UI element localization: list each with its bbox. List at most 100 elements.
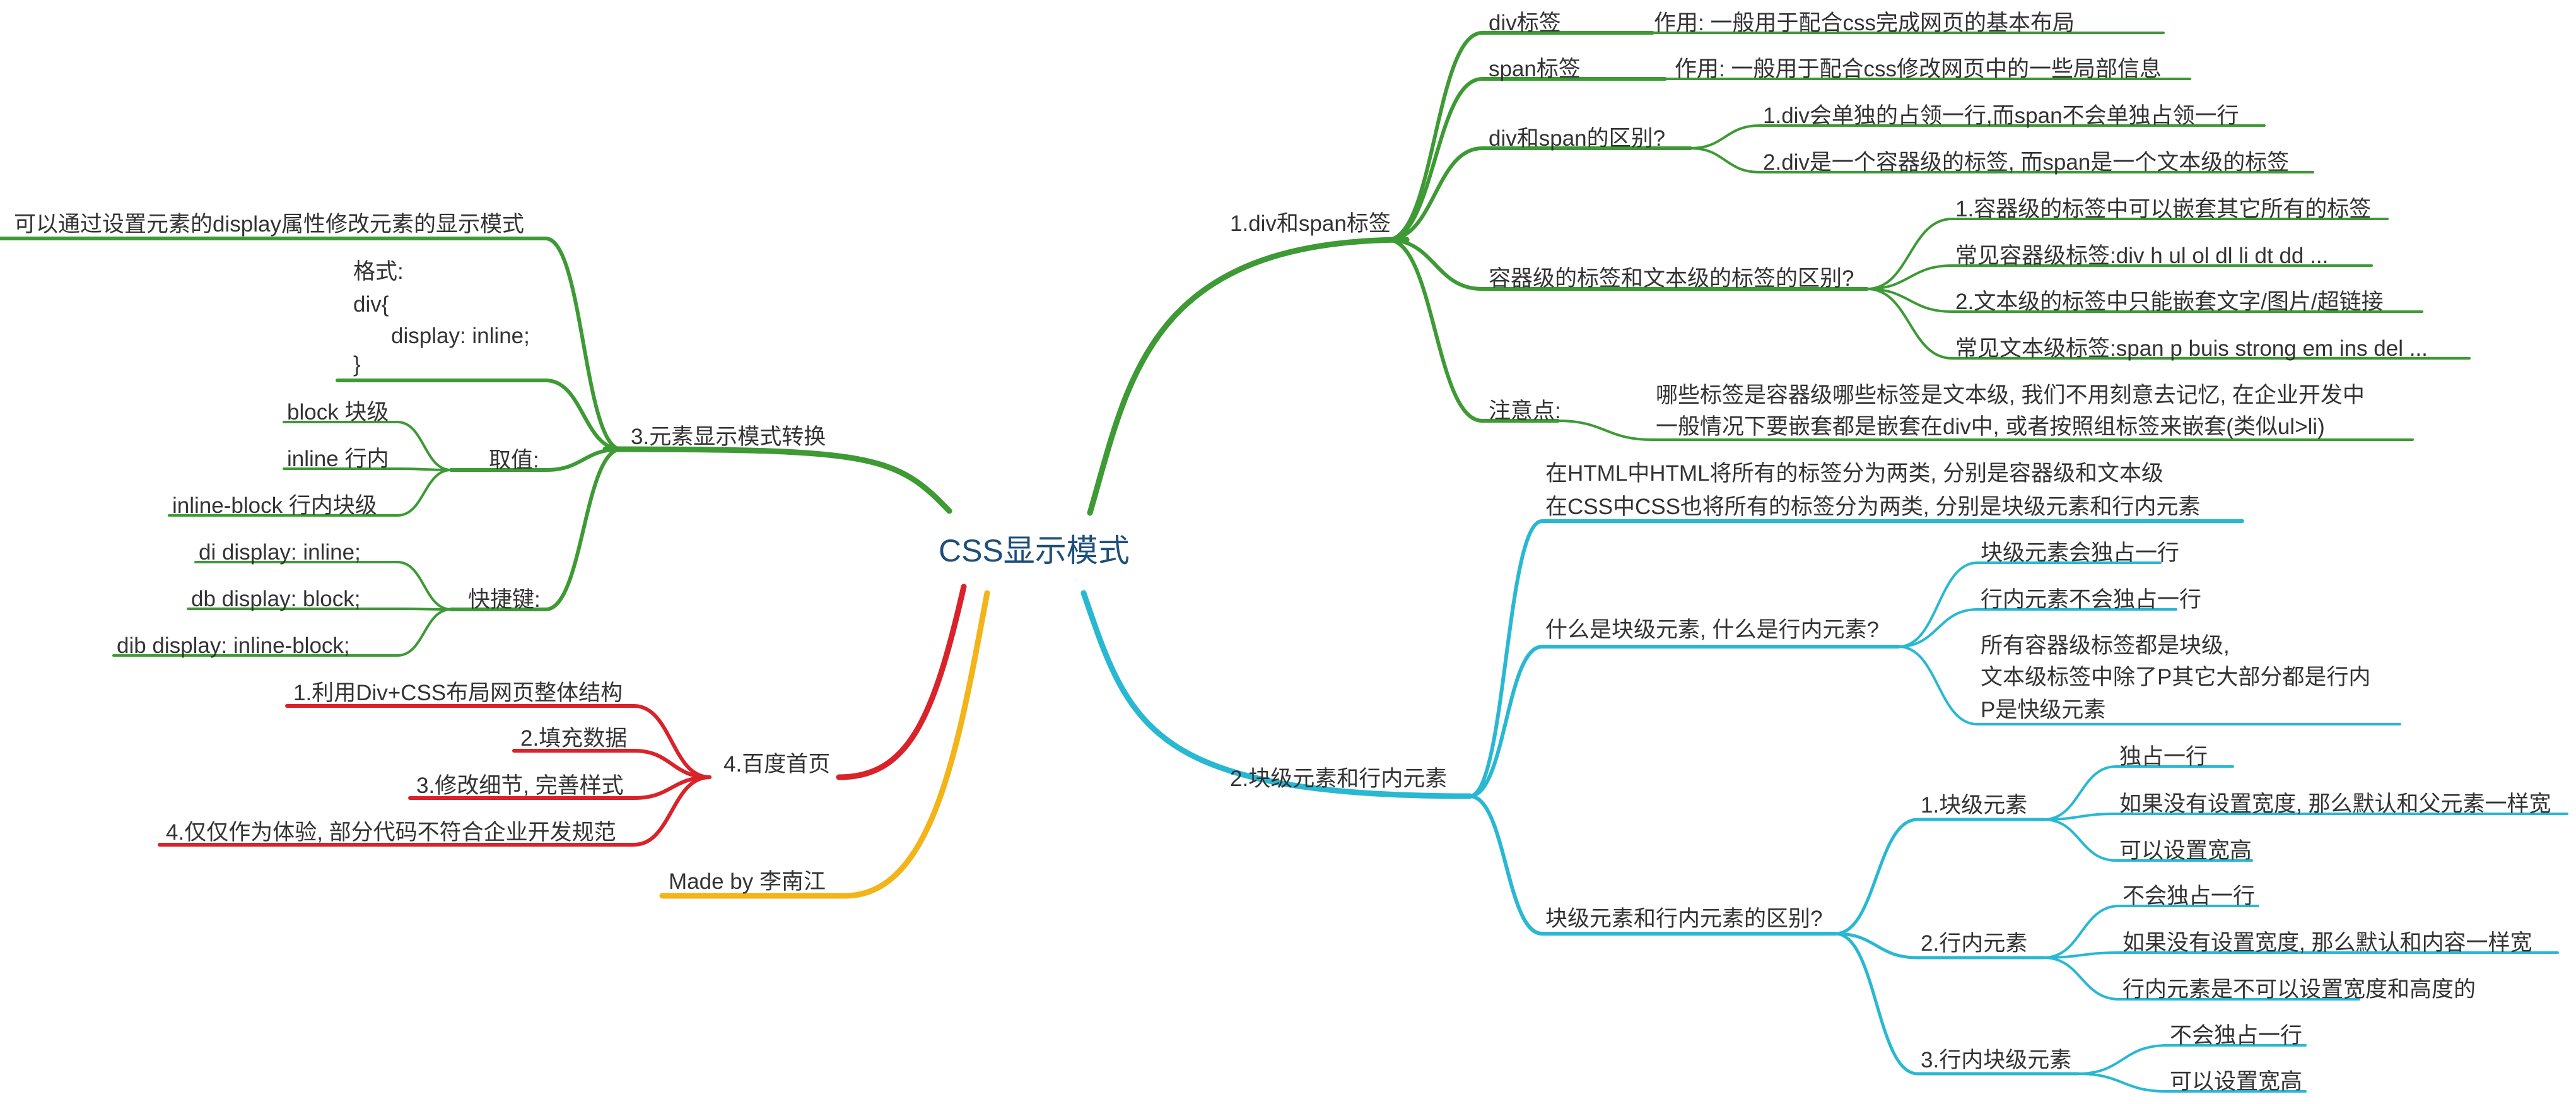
value-inline: inline 行内 bbox=[287, 447, 389, 471]
author-credit: Made by 李南江 bbox=[669, 869, 826, 894]
block-inline-diff-label: 块级元素和行内元素的区别? bbox=[1545, 907, 1823, 931]
format-line-3: display: inline; bbox=[391, 324, 530, 348]
branch-baidu-title: 4.百度首页 bbox=[723, 752, 831, 777]
values-label: 取值: bbox=[489, 448, 539, 473]
span-tag-label: span标签 bbox=[1489, 57, 1581, 81]
link-block-inline-diff bbox=[1468, 794, 1837, 936]
inline-block-element-1: 不会独占一行 bbox=[2170, 1023, 2303, 1048]
link-diff-1 bbox=[1689, 124, 2266, 150]
shortcut-db: db display: block; bbox=[191, 587, 361, 611]
link-container-2 bbox=[1866, 264, 2373, 290]
container-text-diff-label: 容器级的标签和文本级的标签的区别? bbox=[1489, 266, 1854, 291]
link-baidu-2 bbox=[512, 749, 711, 779]
inline-element-1: 不会独占一行 bbox=[2122, 884, 2256, 908]
link-what-3 bbox=[1897, 645, 2401, 725]
baidu-step-4: 4.仅仅作为体验, 部分代码不符合企业开发规范 bbox=[166, 820, 616, 845]
root-topic: CSS显示模式 bbox=[939, 533, 1130, 568]
link-container-4 bbox=[1866, 288, 2471, 360]
what-is-1: 块级元素会独占一行 bbox=[1981, 541, 2180, 565]
link-block-2 bbox=[2042, 813, 2568, 821]
baidu-step-2: 2.填充数据 bbox=[520, 726, 628, 751]
link-span-tag bbox=[1386, 77, 1667, 242]
what-is-3b: 文本级标签中除了P其它大部分都是行内 bbox=[1981, 665, 2371, 690]
div-tag-purpose: 作用: 一般用于配合css完成网页的基本布局 bbox=[1654, 11, 2075, 35]
what-is-3c: P是快级元素 bbox=[1981, 698, 2106, 722]
value-inline-block: inline-block 行内块级 bbox=[172, 493, 377, 518]
link-values bbox=[449, 447, 623, 472]
baidu-step-1: 1.利用Div+CSS布局网页整体结构 bbox=[293, 681, 623, 705]
link-ib-1 bbox=[2077, 1044, 2307, 1075]
branch-div-span-title: 1.div和span标签 bbox=[1230, 211, 1391, 236]
trunk-baidu bbox=[836, 584, 967, 780]
block-element-2: 如果没有设置宽度, 那么默认和父元素一样宽 bbox=[2119, 792, 2551, 816]
intro-line-1: 在HTML中HTML将所有的标签分为两类, 分别是容器级和文本级 bbox=[1545, 461, 2164, 486]
what-is-label: 什么是块级元素, 什么是行内元素? bbox=[1545, 618, 1879, 642]
link-shortcut-1 bbox=[194, 561, 452, 611]
trunk-div-span bbox=[1087, 237, 1410, 516]
link-what-2 bbox=[1897, 608, 2177, 648]
link-intro bbox=[1468, 519, 2244, 798]
display-description: 可以通过设置元素的display属性修改元素的显示模式 bbox=[14, 212, 524, 237]
inline-element-label: 2.行内元素 bbox=[1921, 931, 2028, 956]
link-what-is bbox=[1468, 645, 1900, 798]
intro-line-2: 在CSS中CSS也将所有的标签分为两类, 分别是块级元素和行内元素 bbox=[1545, 495, 2201, 519]
link-note-text bbox=[1557, 420, 2414, 441]
shortcut-label: 快捷键: bbox=[468, 587, 541, 612]
link-shortcut bbox=[449, 447, 623, 611]
format-line-4: } bbox=[353, 352, 361, 377]
link-diff-2 bbox=[1689, 147, 2314, 173]
link-container-3 bbox=[1866, 288, 2423, 313]
link-ib-2 bbox=[2077, 1072, 2307, 1093]
inline-element-2: 如果没有设置宽度, 那么默认和内容一样宽 bbox=[2122, 931, 2532, 955]
div-span-diff-1: 1.div会单独的占领一行,而span不会单独占领一行 bbox=[1763, 103, 2239, 128]
link-format bbox=[336, 379, 623, 451]
link-block-1 bbox=[2042, 765, 2234, 821]
what-is-2: 行内元素不会独占一行 bbox=[1981, 587, 2202, 612]
trunk-display bbox=[602, 446, 952, 514]
note-line-1: 哪些标签是容器级哪些标签是文本级, 我们不用刻意去记忆, 在企业开发中 bbox=[1656, 383, 2365, 408]
trunk-block-inline bbox=[1080, 590, 1473, 799]
branch-display-title: 3.元素显示模式转换 bbox=[631, 425, 826, 449]
link-container-diff bbox=[1386, 238, 1869, 291]
link-inline-element bbox=[1834, 932, 2046, 960]
div-tag-label: div标签 bbox=[1489, 11, 1561, 35]
format-line-1: 格式: bbox=[353, 259, 404, 284]
div-span-diff-label: div和span的区别? bbox=[1489, 126, 1666, 151]
link-value-1 bbox=[283, 421, 452, 471]
link-baidu-1 bbox=[285, 704, 711, 779]
link-block-element bbox=[1834, 818, 2046, 936]
container-text-diff-1: 1.容器级的标签中可以嵌套其它所有的标签 bbox=[1955, 197, 2372, 221]
inline-block-element-label: 3.行内块级元素 bbox=[1921, 1048, 2072, 1072]
link-value-2 bbox=[283, 467, 452, 471]
block-element-1: 独占一行 bbox=[2119, 744, 2208, 769]
note-label: 注意点: bbox=[1489, 399, 1561, 423]
link-display-desc bbox=[0, 237, 623, 451]
container-text-diff-2: 常见容器级标签:div h ul ol dl li dt dd ... bbox=[1955, 244, 2329, 268]
link-baidu-4 bbox=[158, 775, 711, 847]
format-line-2: div{ bbox=[353, 292, 389, 317]
link-inline-1 bbox=[2042, 905, 2259, 959]
span-tag-purpose: 作用: 一般用于配合css修改网页中的一些局部信息 bbox=[1675, 57, 2162, 81]
inline-element-3: 行内元素是不可以设置宽度和高度的 bbox=[2122, 977, 2476, 1002]
shortcut-di: di display: inline; bbox=[199, 540, 361, 565]
link-div-span-diff bbox=[1386, 146, 1692, 242]
link-block-3 bbox=[2042, 818, 2253, 862]
block-element-3: 可以设置宽高 bbox=[2119, 838, 2252, 863]
note-line-2: 一般情况下要嵌套都是嵌套在div中, 或者按照组标签来嵌套(类似ul>li) bbox=[1656, 414, 2325, 439]
link-shortcut-3 bbox=[112, 608, 452, 657]
container-text-diff-4: 常见文本级标签:span p buis strong em ins del ..… bbox=[1955, 336, 2428, 361]
div-span-diff-2: 2.div是一个容器级的标签, 而span是一个文本级的标签 bbox=[1763, 150, 2290, 175]
link-inline-3 bbox=[2042, 956, 2360, 1001]
link-container-1 bbox=[1866, 218, 2389, 290]
what-is-3a: 所有容器级标签都是块级, bbox=[1981, 633, 2230, 658]
link-note bbox=[1386, 238, 1560, 423]
block-element-label: 1.块级元素 bbox=[1921, 793, 2028, 818]
branch-block-inline-title: 2.块级元素和行内元素 bbox=[1230, 766, 1448, 791]
inline-block-element-2: 可以设置宽高 bbox=[2170, 1069, 2303, 1094]
baidu-step-3: 3.修改细节, 完善样式 bbox=[416, 773, 624, 798]
link-inline-block-element bbox=[1834, 932, 2080, 1076]
container-text-diff-3: 2.文本级的标签中只能嵌套文字/图片/超链接 bbox=[1955, 290, 2384, 314]
value-block: block 块级 bbox=[287, 400, 389, 425]
trunk-author bbox=[659, 590, 990, 899]
